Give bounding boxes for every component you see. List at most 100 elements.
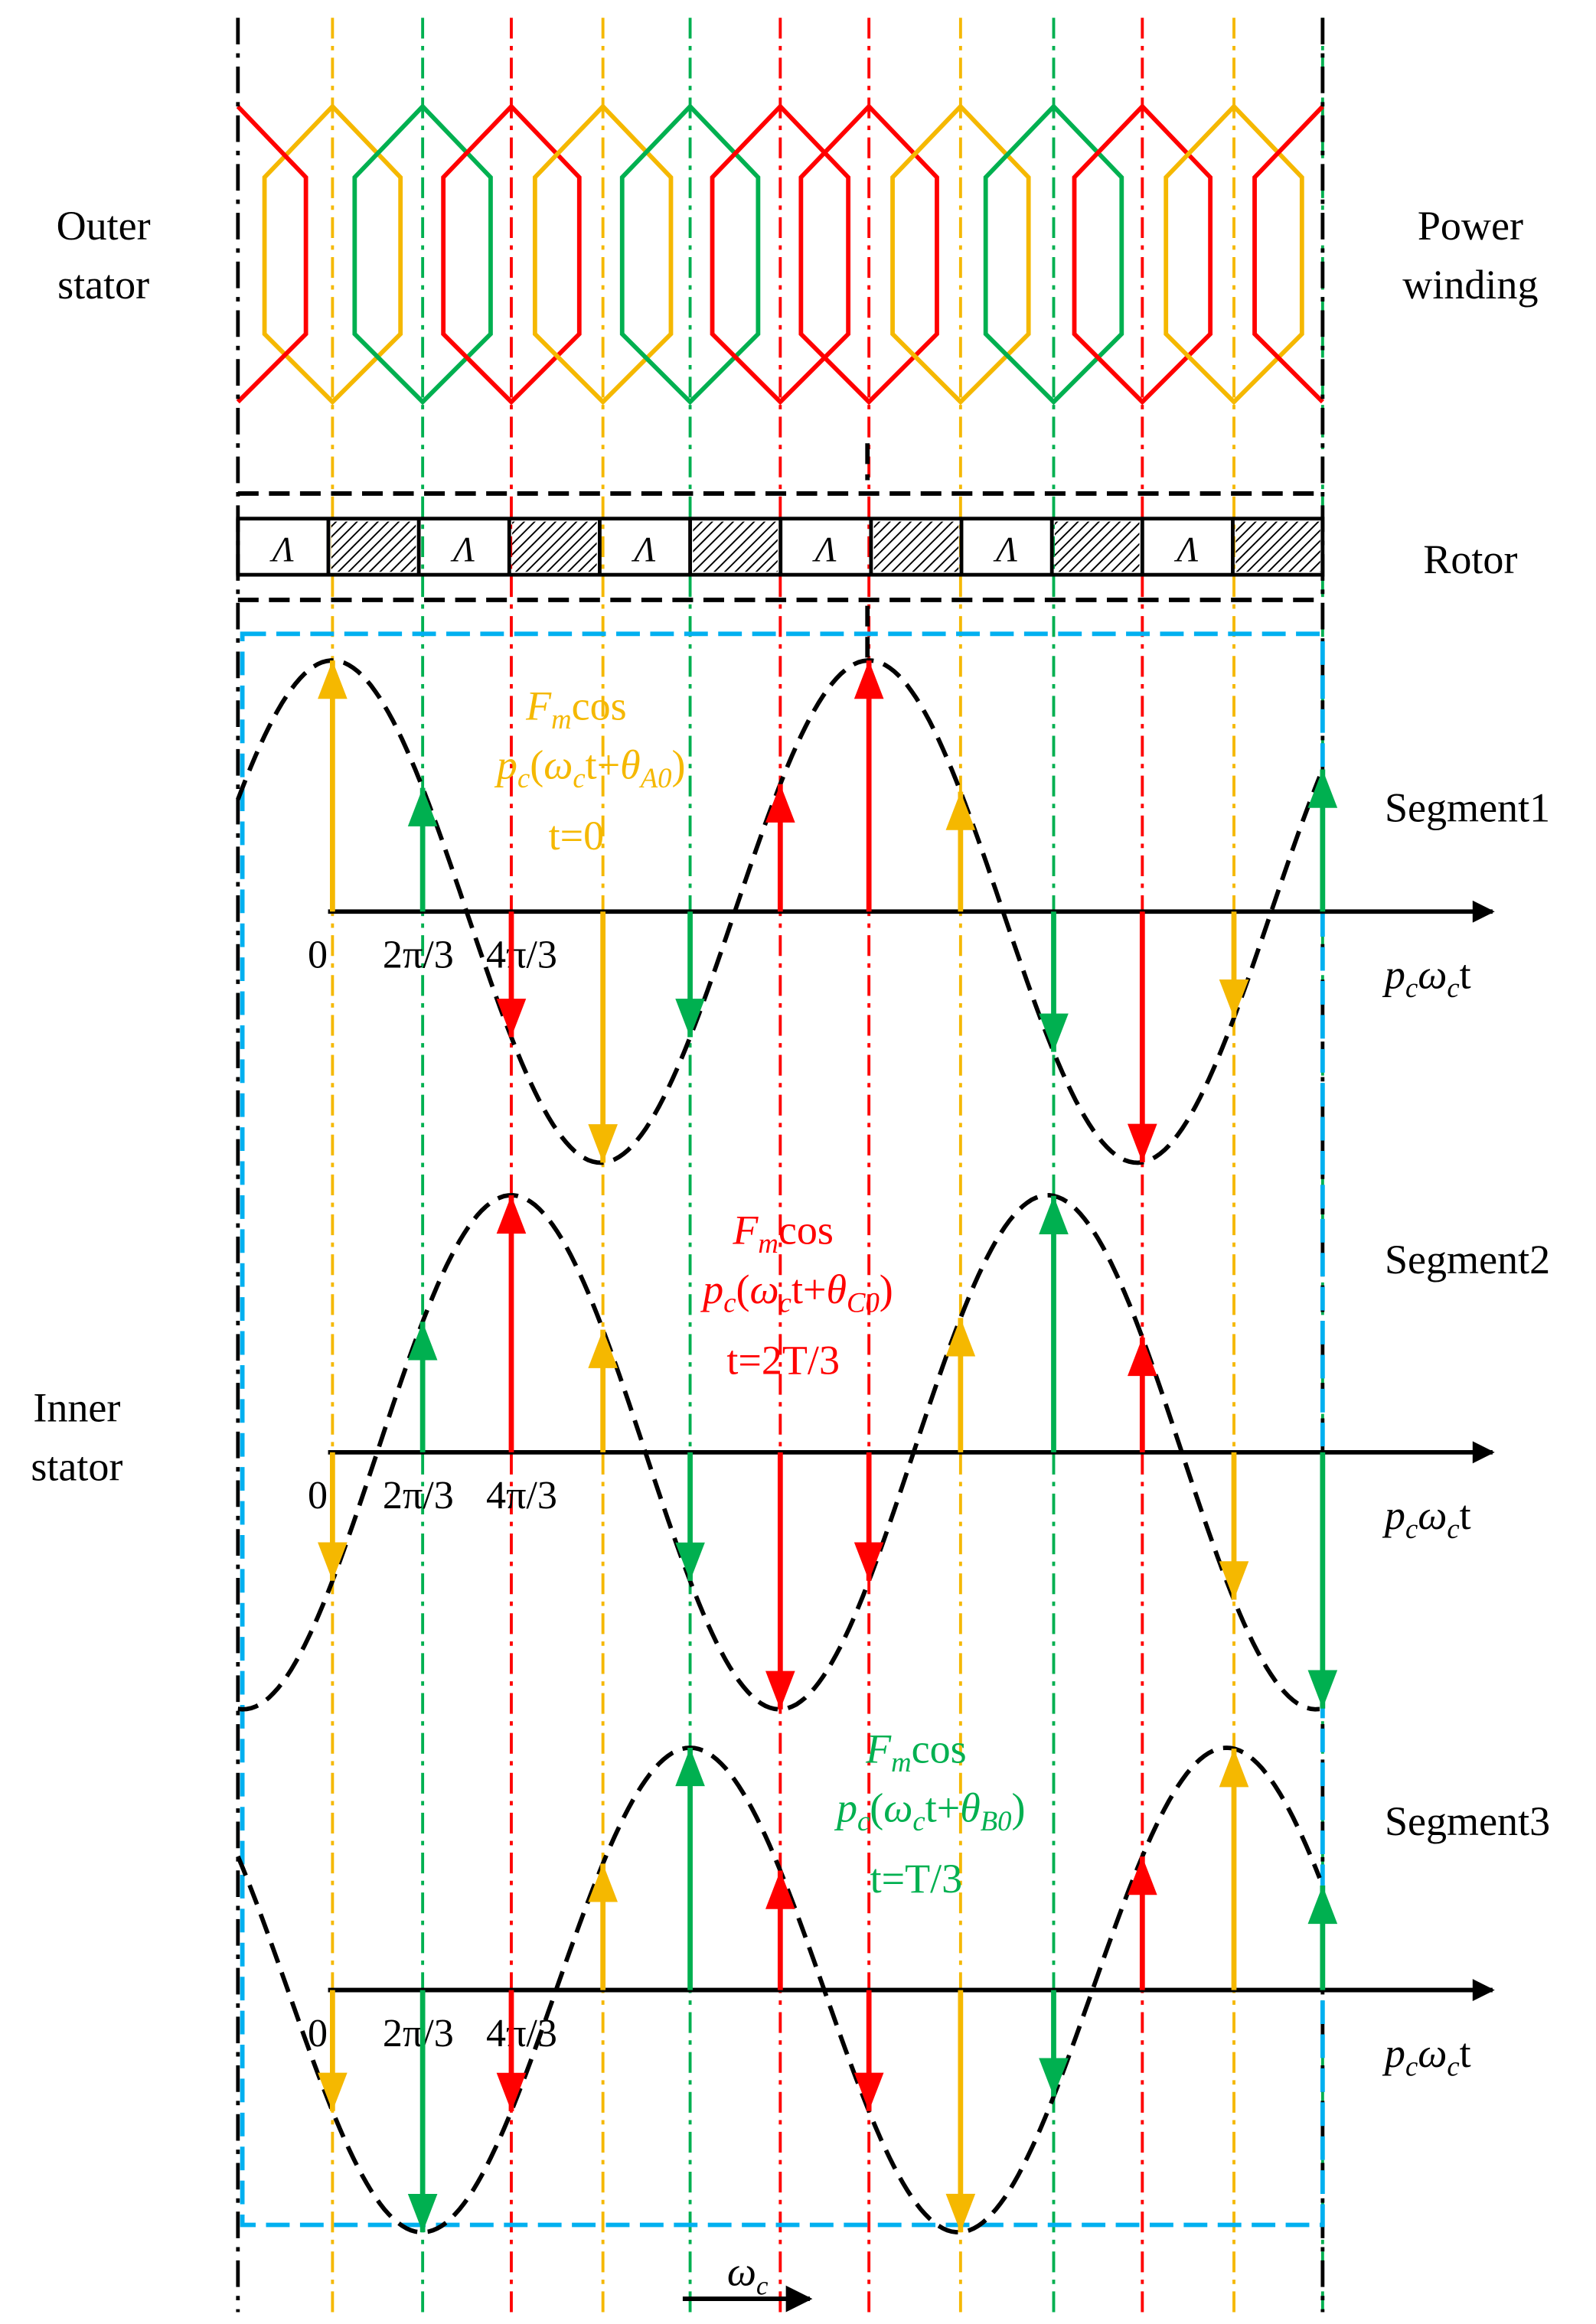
phase-A-arrowhead [945,2193,976,2233]
inner-stator-label: Inner [33,1384,120,1430]
coil-C-partial-left [236,105,308,404]
svg-text:t=T/3: t=T/3 [870,1856,963,1902]
outer-stator-label: Outer [57,203,151,249]
phase-A-arrowhead [318,2072,348,2111]
phase-A-arrowhead [318,1542,348,1581]
rotor-tooth: Λ [993,531,1017,570]
phase-A-arrowhead [588,1124,618,1163]
tick-label: 4π/3 [486,934,557,977]
phase-C-arrowhead [853,660,884,699]
phase-C-arrowhead [765,1870,795,1909]
rotor-flux-barrier [873,521,959,572]
axis-label: pcωct [1382,952,1471,1004]
phase-C-arrowhead [496,999,527,1038]
svg-text:pc(ωct+θB0): pc(ωct+θB0) [834,1785,1026,1837]
svg-text:Fmcos: Fmcos [865,1726,967,1778]
rotor-flux-barrier [331,521,416,572]
annotation-seg2: Fmcos pc(ωct+θC0) t=2T/3 [700,1208,893,1384]
tick-label: 0 [308,2012,328,2055]
rotor-tooth: Λ [1173,531,1198,570]
rotation-direction: ωc [682,2249,813,2313]
phase-C-arrowhead [853,2072,884,2111]
rotor-label: Rotor [1423,536,1517,582]
coil-C [710,103,851,406]
phase-C-arrowhead [765,784,795,823]
mmf-curve [236,1745,1322,2234]
coil-A [532,103,674,406]
phase-C-arrowhead [496,2072,527,2111]
coil-A [1164,103,1304,406]
svg-text:Fmcos: Fmcos [732,1208,834,1260]
phase-A-arrowhead [945,791,976,830]
phase-B-arrowhead [1039,2058,1069,2097]
rotor-flux-barrier [512,521,597,572]
svg-text:ωc: ωc [727,2249,769,2301]
phase-B-arrowhead [407,787,438,826]
coil-C [798,103,939,406]
power-winding-label-2: winding [1402,262,1538,308]
phase-B-arrowhead [1039,1013,1069,1052]
inner-stator-boundary [240,631,1325,2228]
rotor-tooth: Λ [812,531,837,570]
rotor-tooth: Λ [450,531,475,570]
phase-C-arrowhead [1128,1856,1157,1895]
outer-stator-label-2: stator [57,262,149,308]
inner-stator-label-2: stator [31,1444,122,1490]
phase-B-arrowhead [1307,769,1338,808]
tick-label: 0 [308,1474,328,1517]
mmf-curve [237,1193,1320,1712]
phase-B-arrowhead [675,999,705,1038]
phase-B-arrowhead [1039,1195,1069,1234]
rotor-flux-barrier [693,521,778,572]
svg-text:Fmcos: Fmcos [525,683,627,735]
phase-A-arrowhead [588,1863,618,1902]
coil-C-partial-right [1252,105,1324,404]
phase-B-arrowhead [675,1747,705,1787]
phase-B-arrowhead [407,1322,438,1361]
coil-B [352,103,493,406]
annotation-seg3: Fmcos pc(ωct+θB0) t=T/3 [834,1726,1026,1902]
coil-A [262,103,403,406]
phase-A-arrowhead [1219,1561,1249,1600]
phase-A-arrowhead [588,1329,618,1368]
rotor-tooth: Λ [632,531,656,570]
svg-text:pc(ωct+θC0): pc(ωct+θC0) [700,1266,893,1318]
svg-text:pc(ωct+θA0): pc(ωct+θA0) [494,742,686,794]
phase-A-arrowhead [945,1318,976,1357]
coil-C [441,103,582,406]
phase-C-arrowhead [496,1195,527,1234]
phase-C-arrowhead [765,1670,795,1710]
coil-A [890,103,1031,406]
phase-C-arrowhead [853,1542,884,1581]
tick-label: 4π/3 [486,1474,557,1517]
segment3-label: Segment3 [1385,1798,1550,1844]
annotation-seg1: Fmcos pc(ωct+θA0) t=0 [494,683,686,859]
coil-C [1072,103,1213,406]
tick-label: 0 [308,934,328,977]
tick-label: 2π/3 [383,2012,454,2055]
axis-label: pcωct [1382,1492,1471,1544]
phase-A-arrowhead [1219,979,1249,1019]
phase-B-arrowhead [1307,1670,1338,1709]
axis-label: pcωct [1382,2030,1471,2082]
segment-1: 0 2π/3 4π/3 pcωct [236,658,1495,1165]
coil-B [619,103,761,406]
segment2-label: Segment2 [1385,1237,1550,1283]
phase-A-arrowhead [318,660,348,699]
svg-text:t=0: t=0 [549,813,605,859]
svg-text:t=2T/3: t=2T/3 [726,1338,840,1384]
tick-label: 2π/3 [383,934,454,977]
tick-label: 2π/3 [383,1474,454,1517]
phase-A-arrowhead [1219,1749,1249,1788]
segment-2: 0 2π/3 4π/3 pcωct [237,1193,1495,1712]
power-winding-coils [236,103,1324,406]
rotor-tooth: Λ [269,531,294,570]
phase-C-arrowhead [1128,1337,1157,1377]
phase-B-arrowhead [407,2193,438,2233]
segment1-label: Segment1 [1385,785,1550,831]
phase-C-arrowhead [1128,1123,1157,1162]
